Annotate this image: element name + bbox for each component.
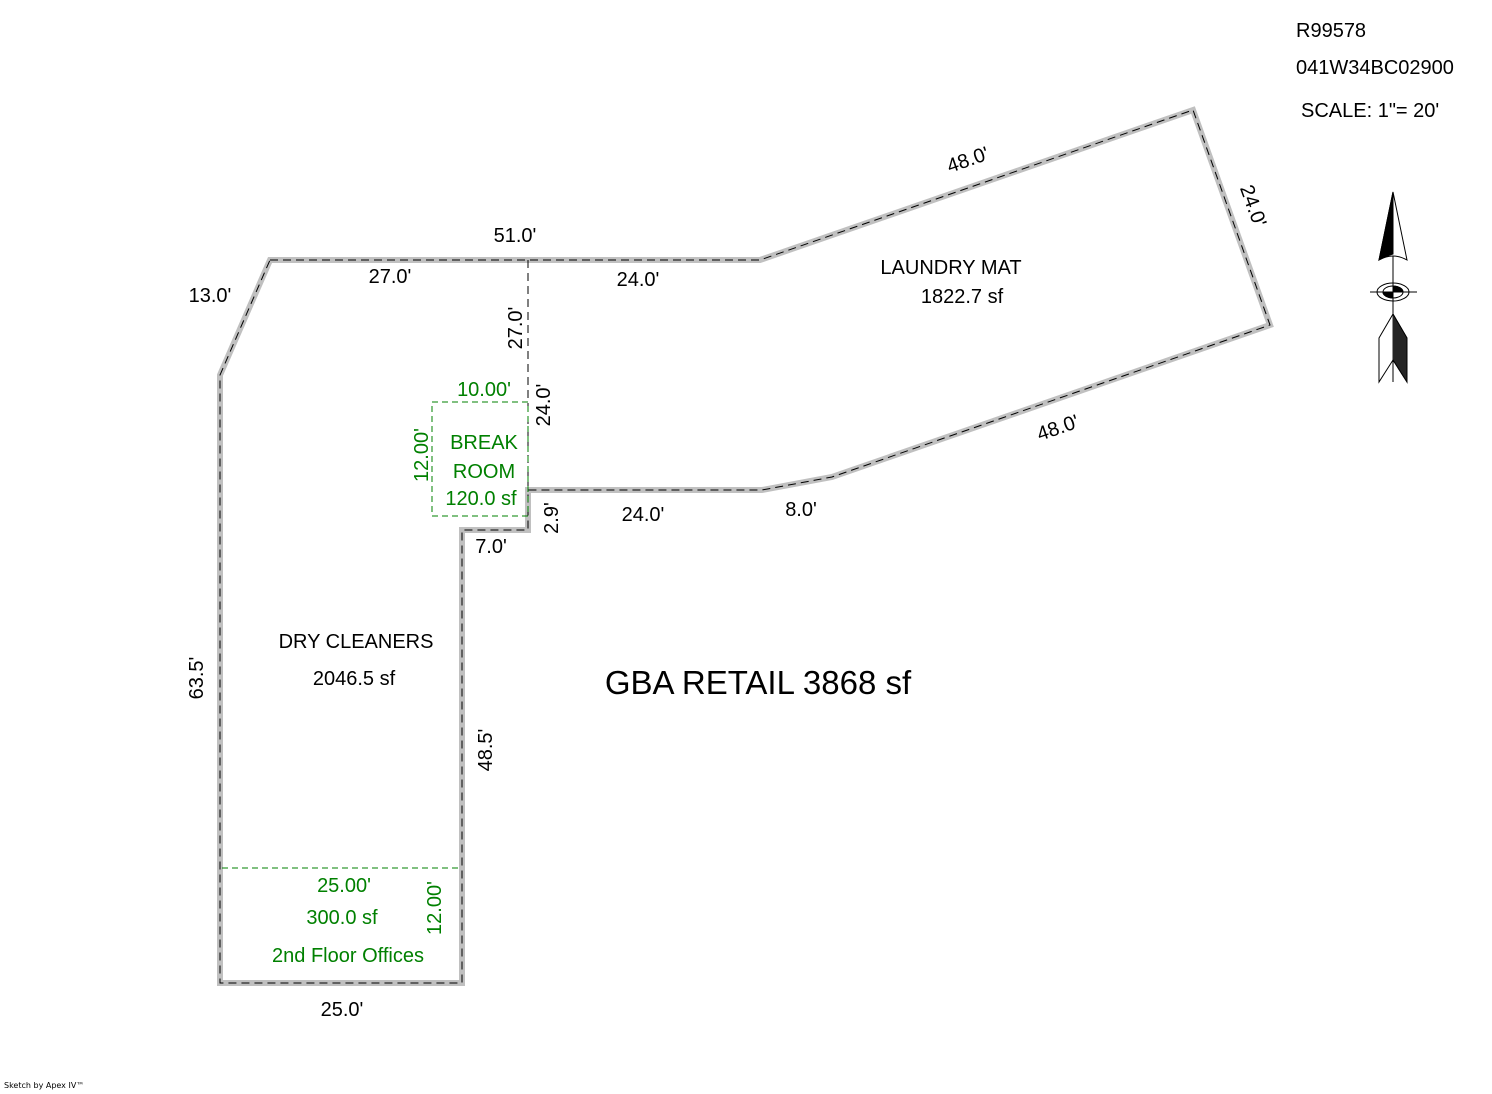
map-tax-lot: 041W34BC02900 xyxy=(1296,57,1454,79)
dry-cleaners-area: 2046.5 sf xyxy=(313,668,396,690)
north-arrow-icon xyxy=(1370,191,1417,384)
dim-interior-vertical-top: 27.0' xyxy=(505,307,527,350)
dim-lower-slant: 48.0' xyxy=(1034,411,1082,446)
building-outline xyxy=(217,106,1274,986)
dim-top-total: 51.0' xyxy=(494,225,537,247)
dim-top-right: 24.0' xyxy=(617,269,660,291)
laundry-mat-name: LAUNDRY MAT xyxy=(880,257,1021,279)
break-room-area: 120.0 sf xyxy=(445,488,517,510)
break-room-name-2: ROOM xyxy=(453,461,515,483)
dim-inner-right: 48.5' xyxy=(475,729,497,772)
dim-diag-left: 13.0' xyxy=(189,285,232,307)
break-room-depth: 12.00' xyxy=(411,428,433,482)
dim-lower-straight: 24.0' xyxy=(622,504,665,526)
dim-interior-vertical-lower: 24.0' xyxy=(533,384,555,427)
dim-step-horizontal: 7.0' xyxy=(475,536,507,558)
gba-total: GBA RETAIL 3868 sf xyxy=(605,664,912,701)
dim-left-side: 63.5' xyxy=(186,657,208,700)
sketch-credit: Sketch by Apex IV™ xyxy=(4,1081,85,1090)
offices-name: 2nd Floor Offices xyxy=(272,945,424,967)
offices-depth: 12.00' xyxy=(424,881,446,935)
offices-area: 300.0 sf xyxy=(306,907,378,929)
dim-right-end: 24.0' xyxy=(1235,182,1270,230)
dim-lower-short: 8.0' xyxy=(785,499,817,521)
dim-step-vertical: 2.9' xyxy=(541,502,563,534)
laundry-mat-area: 1822.7 sf xyxy=(921,286,1004,308)
dim-top-left: 27.0' xyxy=(369,266,412,288)
dim-bottom: 25.0' xyxy=(321,999,364,1021)
break-room-outline xyxy=(431,401,529,517)
dim-upper-slant: 48.0' xyxy=(944,143,992,178)
dry-cleaners-name: DRY CLEANERS xyxy=(279,631,434,653)
parcel-id: R99578 xyxy=(1296,20,1367,42)
scale-label: SCALE: 1"= 20' xyxy=(1301,100,1440,122)
break-room-name-1: BREAK xyxy=(450,432,518,454)
break-room-width: 10.00' xyxy=(457,379,511,401)
offices-width: 25.00' xyxy=(317,875,371,897)
